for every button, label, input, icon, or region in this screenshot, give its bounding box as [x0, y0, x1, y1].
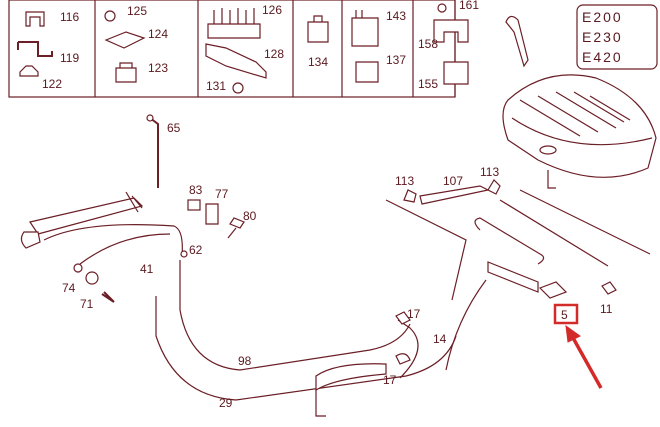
label-113-right[interactable]: 113: [480, 165, 499, 179]
label-62[interactable]: 62: [189, 243, 203, 257]
label-134[interactable]: 134: [308, 55, 328, 69]
model-badge-e420: E420: [582, 49, 623, 65]
part-5-callout[interactable]: 5: [553, 303, 579, 325]
label-17-bottom[interactable]: 17: [383, 373, 397, 387]
grommet-icon[interactable]: [351, 10, 379, 83]
label-41[interactable]: 41: [140, 262, 154, 276]
label-137[interactable]: 137: [386, 53, 406, 67]
label-119[interactable]: 119: [60, 51, 79, 65]
parts-table: [8, 0, 456, 98]
label-5[interactable]: 5: [561, 308, 568, 322]
label-29[interactable]: 29: [219, 396, 233, 410]
label-131[interactable]: 131: [206, 79, 226, 93]
label-125[interactable]: 125: [127, 4, 147, 18]
label-98[interactable]: 98: [238, 354, 252, 368]
model-badge-e230: E230: [582, 29, 623, 45]
label-158[interactable]: 158: [418, 37, 438, 51]
label-116[interactable]: 116: [60, 10, 79, 24]
retainer-icon[interactable]: [307, 15, 329, 43]
label-122[interactable]: 122: [42, 77, 62, 91]
label-80[interactable]: 80: [243, 209, 257, 223]
fuel-rail-assembly: [20, 114, 457, 401]
label-11[interactable]: 11: [600, 302, 613, 316]
model-badge-e200: E200: [582, 9, 623, 25]
label-107[interactable]: 107: [443, 174, 463, 188]
fuel-line-clip-icon[interactable]: [205, 8, 267, 94]
label-83[interactable]: 83: [189, 183, 203, 197]
label-77[interactable]: 77: [215, 187, 229, 201]
label-126[interactable]: 126: [262, 3, 282, 17]
bracket-icon[interactable]: [104, 10, 146, 83]
hose-107: [385, 179, 501, 301]
model-badges: E200 E230 E420: [576, 4, 658, 70]
clip-icon[interactable]: [17, 11, 53, 77]
label-161[interactable]: 161: [459, 0, 479, 12]
label-155[interactable]: 155: [418, 77, 438, 91]
clamp-group: [180, 199, 245, 258]
canister-assembly: [315, 217, 617, 417]
label-124[interactable]: 124: [148, 27, 168, 41]
callout-arrow: [565, 324, 603, 389]
label-71[interactable]: 71: [80, 297, 94, 311]
label-143[interactable]: 143: [386, 9, 406, 23]
fuel-tank-drawing: [499, 15, 657, 267]
label-128[interactable]: 128: [264, 47, 284, 61]
mount-icon[interactable]: [433, 3, 469, 85]
label-113-left[interactable]: 113: [395, 174, 414, 188]
label-74[interactable]: 74: [62, 281, 76, 295]
label-14[interactable]: 14: [433, 332, 447, 346]
label-17-top[interactable]: 17: [407, 307, 421, 321]
label-65[interactable]: 65: [167, 121, 181, 135]
label-123[interactable]: 123: [148, 61, 168, 75]
